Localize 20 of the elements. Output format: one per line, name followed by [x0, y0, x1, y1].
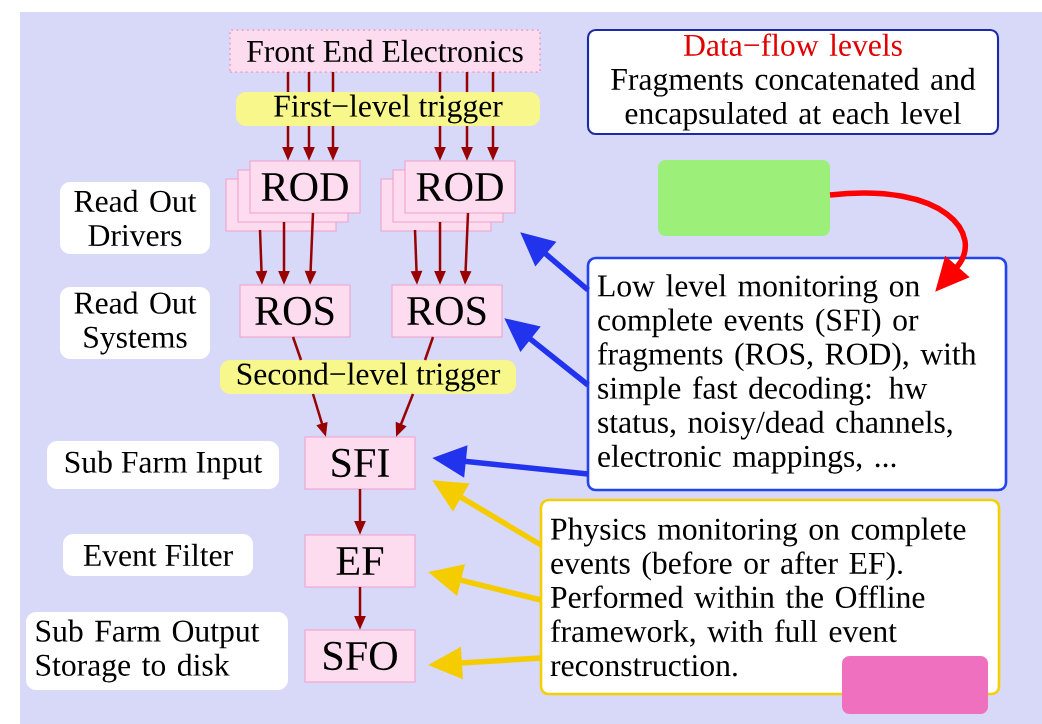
- process-box: ROS: [239, 284, 351, 338]
- trigger-band: Second−level trigger: [220, 360, 516, 394]
- level-label: Sub Farm Input: [47, 441, 279, 489]
- process-box: SFI: [304, 436, 416, 490]
- empty-box: [658, 160, 830, 236]
- process-box: EF: [304, 534, 416, 588]
- rod-box-stack: ROD: [380, 160, 516, 232]
- level-label: Event Filter: [63, 534, 253, 576]
- level-label: Sub Farm Output Storage to disk: [26, 612, 288, 690]
- level-label: Read Out Systems: [60, 287, 210, 359]
- tag-box: [842, 656, 988, 714]
- trigger-band: First−level trigger: [236, 92, 540, 126]
- process-box: ROS: [391, 284, 503, 338]
- note-box: Physics monitoring on complete events (before or after EF). Performed within the Offline framework, with full event reconstruction.: [539, 498, 1001, 696]
- rod-box-stack: ROD: [225, 160, 361, 232]
- process-box: SFO: [304, 629, 416, 683]
- electronics-box: Front End Electronics: [229, 29, 541, 73]
- note-box: Low level monitoring on complete events (SFI) or fragments (ROS, ROD), with simple fast decoding: hw status, noisy/dead channels, electronic mappings, ...: [586, 256, 1008, 492]
- level-label: Read Out Drivers: [60, 182, 210, 254]
- note-box: Data−flow levels Fragments concatenated and encapsulated at each level: [586, 28, 1000, 136]
